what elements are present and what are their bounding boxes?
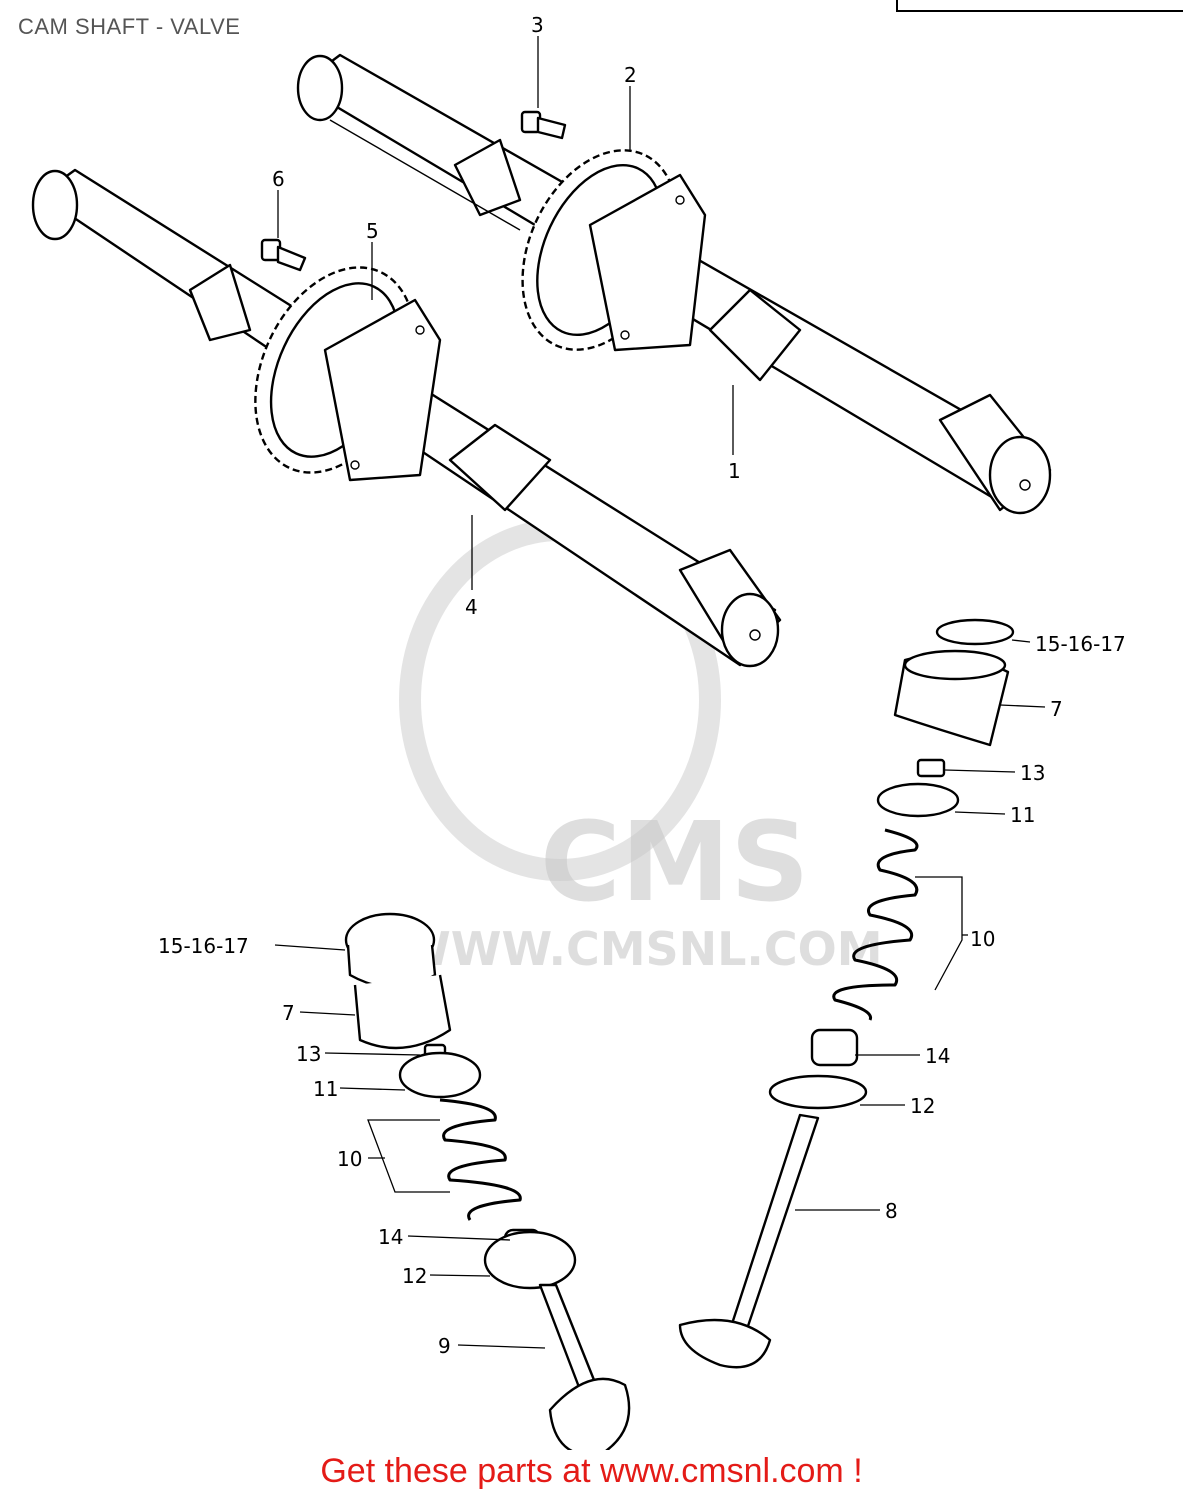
callout-15-16-17-right: 15-16-17 bbox=[1035, 632, 1126, 656]
callout-2: 2 bbox=[624, 63, 637, 87]
shim-right bbox=[935, 618, 1015, 646]
callout-9: 9 bbox=[438, 1334, 451, 1358]
callout-11-right: 11 bbox=[1010, 803, 1035, 827]
callout-labels: 1 2 3 4 5 6 7 7 8 9 10 10 11 11 12 12 13… bbox=[158, 13, 1126, 1358]
corner-frame bbox=[896, 0, 1183, 12]
valve-stack-left bbox=[344, 912, 631, 1450]
seal-right bbox=[810, 1028, 859, 1067]
sprocket-upper bbox=[521, 149, 707, 352]
callout-13-right: 13 bbox=[1020, 761, 1045, 785]
callout-7-right: 7 bbox=[1050, 697, 1063, 721]
page-title: CAM SHAFT - VALVE bbox=[18, 14, 241, 39]
callout-14-left: 14 bbox=[378, 1225, 403, 1249]
callout-12-right: 12 bbox=[910, 1094, 935, 1118]
callout-13-left: 13 bbox=[296, 1042, 321, 1066]
callout-1: 1 bbox=[728, 459, 741, 483]
callout-15-16-17-left: 15-16-17 bbox=[158, 934, 249, 958]
bolt-upper bbox=[520, 110, 567, 140]
tappet-left bbox=[353, 974, 452, 1050]
callout-5: 5 bbox=[366, 219, 379, 243]
watermark-logo: CMS bbox=[540, 798, 809, 926]
callout-12-left: 12 bbox=[402, 1264, 427, 1288]
watermark-url: WWW.CMSNL.COM bbox=[400, 922, 883, 976]
parts-diagram: CMS WWW.CMSNL.COM bbox=[31, 13, 1126, 1450]
valve-intake bbox=[538, 1283, 600, 1397]
callout-4: 4 bbox=[465, 595, 478, 619]
callout-7-left: 7 bbox=[282, 1001, 295, 1025]
spring-left bbox=[439, 1098, 522, 1221]
spring-seat-left bbox=[483, 1230, 577, 1290]
spring-seat-right bbox=[768, 1074, 868, 1110]
callout-3: 3 bbox=[531, 13, 544, 37]
valve-stack-right bbox=[678, 618, 1015, 1369]
cotter-right bbox=[916, 758, 946, 778]
sprocket-lower bbox=[254, 266, 442, 482]
footer-link[interactable]: Get these parts at www.cmsnl.com ! bbox=[320, 1452, 863, 1490]
callout-6: 6 bbox=[272, 167, 285, 191]
bolt-lower bbox=[260, 238, 307, 272]
spring-right bbox=[832, 828, 919, 1021]
callout-10-left: 10 bbox=[337, 1147, 362, 1171]
retainer-left bbox=[398, 1051, 482, 1099]
callout-11-left: 11 bbox=[313, 1077, 338, 1101]
retainer-right bbox=[876, 782, 960, 818]
callout-8: 8 bbox=[885, 1199, 898, 1223]
callout-10-right: 10 bbox=[970, 927, 995, 951]
valve-exhaust bbox=[728, 1113, 820, 1337]
leader-lines bbox=[274, 36, 1046, 1349]
callout-14-right: 14 bbox=[925, 1044, 950, 1068]
